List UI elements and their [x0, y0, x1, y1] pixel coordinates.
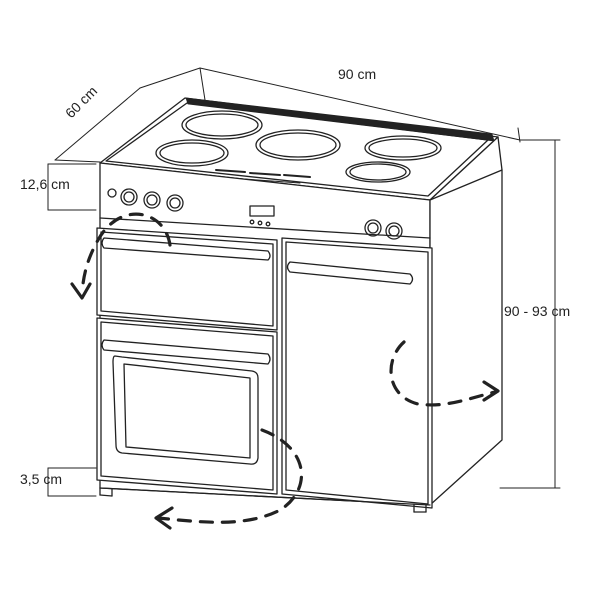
control-knobs-left — [107, 188, 184, 212]
control-panel-height-label: 12,6 cm — [20, 176, 70, 192]
digital-timer-display — [249, 205, 275, 227]
door-opening-arrows — [80, 212, 497, 524]
right-tall-oven-door — [281, 237, 433, 509]
cooking-zone-center — [255, 129, 341, 161]
grill-door-handle — [101, 237, 271, 261]
cooking-zone-front-left — [155, 139, 229, 167]
right-door-opening-arrow — [389, 340, 497, 407]
feet-height-dimension-line — [47, 467, 97, 497]
cooking-zone-front-right — [345, 161, 411, 183]
cooking-zones — [155, 110, 442, 184]
grill-door-opening-arrow — [80, 212, 172, 294]
main-oven-door — [96, 317, 278, 495]
control-knobs-right — [364, 219, 403, 240]
height-dimension-label: 90 - 93 cm — [504, 303, 571, 319]
feet-height-label: 3,5 cm — [20, 471, 63, 487]
cooking-zone-back-right — [364, 135, 442, 161]
height-dimension-line — [499, 139, 561, 489]
main-oven-door-handle — [101, 339, 271, 365]
feet — [99, 487, 431, 513]
grill-compartment-door — [96, 227, 278, 331]
control-panel-height-dimension-line — [47, 163, 97, 211]
oven-window — [112, 355, 259, 465]
cooking-zone-back-left — [181, 110, 263, 140]
right-door-handle — [286, 261, 414, 285]
depth-dimension-line — [54, 87, 141, 163]
arrow-heads — [70, 282, 500, 530]
width-dimension-label: 90 cm — [338, 66, 377, 82]
width-dimension-line — [139, 67, 521, 143]
